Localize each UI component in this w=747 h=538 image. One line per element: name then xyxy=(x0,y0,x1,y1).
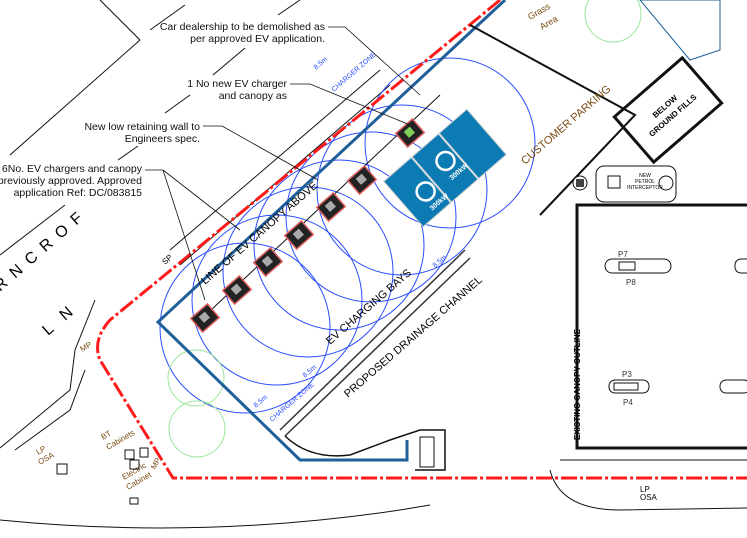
interceptor-label-1: NEW xyxy=(639,173,651,179)
ev-plug-icon xyxy=(435,150,456,172)
charger-zone-circle xyxy=(222,186,394,358)
ev-plug-icon xyxy=(415,181,436,202)
grass-area-label-2: Area xyxy=(538,14,559,32)
charger-zone-circle xyxy=(285,131,457,303)
interceptor-label-3: INTERCEPTOR xyxy=(627,185,663,191)
pump-label-p3: P3 xyxy=(622,370,632,379)
annotation-demolish-line2: per approved EV application. xyxy=(190,33,325,45)
hatched-building xyxy=(639,0,721,61)
road-name-label-2: L N xyxy=(39,300,80,339)
below-ground-fills: BELOW GROUND FILLS xyxy=(612,55,724,165)
radius-label: 8.5m xyxy=(302,364,318,380)
pump-island-p3-p4 xyxy=(608,379,650,394)
lp-label-left: LP xyxy=(35,444,48,457)
charger-zone-circles xyxy=(159,57,536,414)
existing-canopy xyxy=(575,203,747,450)
site-boundary-line xyxy=(96,0,747,480)
tree-icon xyxy=(584,0,642,43)
annotation-approved-line2: previously approved. Approved xyxy=(0,175,142,187)
trees xyxy=(167,0,642,458)
canopy-outline xyxy=(155,0,507,462)
ev-charger xyxy=(315,191,347,223)
charger-zone-circle xyxy=(364,57,536,229)
leader-lines xyxy=(145,26,421,301)
drainage-channel xyxy=(279,249,471,437)
annotation-retaining-wall-line1: New low retaining wall to xyxy=(84,121,200,133)
charging-bays-label: EV CHARGING BAYS xyxy=(324,267,414,347)
sp-label: SP xyxy=(160,253,174,267)
lp-label-right: LP xyxy=(640,485,650,494)
charger-zone-label: CHARGER ZONE xyxy=(331,51,378,93)
tree-icon xyxy=(168,400,226,458)
tree-icon xyxy=(167,349,225,407)
annotation-demolish-line1: Car dealership to be demolished as xyxy=(160,21,325,33)
ev-charger xyxy=(252,246,284,278)
pump-label-p7: P7 xyxy=(618,250,628,259)
ev-chargers xyxy=(189,117,426,334)
interceptor-label-2: PETROL xyxy=(635,179,655,185)
ev-charger xyxy=(346,164,378,196)
drainage-channel-label: PROPOSED DRAINAGE CHANNEL xyxy=(342,274,485,400)
ev-charger xyxy=(283,219,315,251)
pump-label-p4: P4 xyxy=(623,398,633,407)
annotation-approved-line3: application Ref: DC/083815 xyxy=(14,187,143,199)
annotation-retaining-wall-line2: Engineers spec. xyxy=(125,133,200,145)
mp-label: MP xyxy=(79,340,94,354)
annotation-approved-line1: 6No. EV chargers and canopy xyxy=(2,163,143,175)
ev-charger xyxy=(189,302,221,334)
petrol-interceptor: NEW PETROL INTERCEPTOR xyxy=(572,165,677,203)
osa-label-right: OSA xyxy=(640,493,658,502)
pump-island-p7-p8 xyxy=(604,258,672,274)
cabinets xyxy=(56,447,149,505)
charger-zone-circle xyxy=(253,159,425,331)
ev-charger xyxy=(221,274,253,306)
radius-label: 8.5m xyxy=(313,56,329,72)
existing-canopy-label: EXISTING CANOPY OUTLINE xyxy=(573,328,582,440)
annotation-new-charger-line2: and canopy as xyxy=(219,90,287,102)
new-ev-charger xyxy=(394,117,426,149)
pump-label-p8: P8 xyxy=(626,278,636,287)
radius-label: 8.5m xyxy=(253,394,269,410)
charger-zone-circle xyxy=(316,104,488,276)
ev-charging-bays-new: 300kW 300kW xyxy=(383,108,507,228)
charger-zone-circle xyxy=(191,214,363,386)
bt-cabinets-label-1: BT xyxy=(100,429,113,442)
annotation-new-charger-line1: 1 No new EV charger xyxy=(187,78,287,90)
